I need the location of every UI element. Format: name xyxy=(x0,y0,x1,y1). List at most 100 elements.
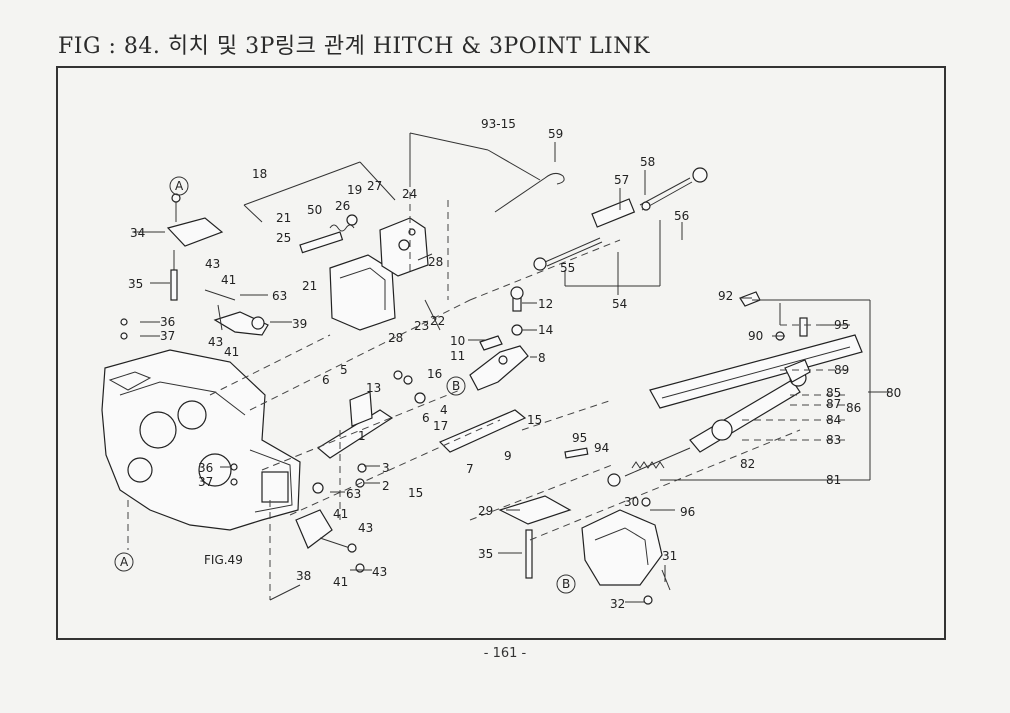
callout-22: 22 xyxy=(430,314,445,328)
callout-14: 14 xyxy=(538,323,553,337)
callout-23: 23 xyxy=(414,319,429,333)
callout-89: 89 xyxy=(834,363,849,377)
callout-54: 54 xyxy=(612,297,627,311)
callout-13: 13 xyxy=(366,381,381,395)
callout-57: 57 xyxy=(614,173,629,187)
lower-link-assembly xyxy=(607,291,863,487)
lower-hitch-plates xyxy=(316,335,529,459)
callout-19: 19 xyxy=(347,183,362,197)
callout-10: 10 xyxy=(450,334,465,348)
callout-16: 16 xyxy=(427,367,442,381)
callout-63-upper: 63 xyxy=(272,289,287,303)
upper-link-rod xyxy=(533,167,708,271)
marker-label-a1: A xyxy=(175,179,184,193)
callout-27: 27 xyxy=(367,179,382,193)
callout-35-lower: 35 xyxy=(478,547,493,561)
callout-43-bottom: 43 xyxy=(372,565,387,579)
callout-18: 18 xyxy=(252,167,267,181)
callout-32: 32 xyxy=(610,597,625,611)
leader-lines xyxy=(127,132,890,603)
callout-59: 59 xyxy=(548,127,563,141)
callout-29: 29 xyxy=(478,504,493,518)
callout-39: 39 xyxy=(292,317,307,331)
upper-bracket-assembly xyxy=(299,214,433,331)
callout-1: 1 xyxy=(358,429,366,443)
callout-86: 86 xyxy=(846,401,861,415)
callout-28-upper: 28 xyxy=(428,255,443,269)
callout-50: 50 xyxy=(307,203,322,217)
callout-95-lower: 95 xyxy=(572,431,587,445)
callout-2: 2 xyxy=(382,479,390,493)
marker-circle-a1 xyxy=(169,176,189,196)
callout-82: 82 xyxy=(740,457,755,471)
callout-4: 4 xyxy=(440,403,448,417)
page-number: - 161 - xyxy=(483,646,527,661)
link-arm-39 xyxy=(204,289,269,336)
callout-6-lower: 6 xyxy=(422,411,430,425)
callout-93-15: 93-15 xyxy=(481,117,516,131)
callout-25: 25 xyxy=(276,231,291,245)
callout-41-upper: 41 xyxy=(221,273,236,287)
callout-95-upper: 95 xyxy=(834,318,849,332)
callout-15-lower: 15 xyxy=(408,486,423,500)
callout-24: 24 xyxy=(402,187,417,201)
callout-94: 94 xyxy=(594,441,609,455)
callout-31: 31 xyxy=(662,549,677,563)
callout-83: 83 xyxy=(826,433,841,447)
callout-63-lower: 63 xyxy=(346,487,361,501)
callout-41-bottom: 41 xyxy=(333,575,348,589)
callout-96: 96 xyxy=(680,505,695,519)
callout-36-lower: 36 xyxy=(198,461,213,475)
callout-26: 26 xyxy=(335,199,350,213)
pin-14 xyxy=(511,324,523,336)
callout-34: 34 xyxy=(130,226,145,240)
spring-clip-59 xyxy=(494,172,565,213)
callout-37-upper: 37 xyxy=(160,329,175,343)
marker-circle-a2 xyxy=(114,552,134,572)
callout-43-upper: 43 xyxy=(205,257,220,271)
transmission-housing xyxy=(101,349,301,531)
marker-label-b2: B xyxy=(562,577,570,591)
callout-58: 58 xyxy=(640,155,655,169)
bracket-38 xyxy=(295,509,365,573)
callout-81: 81 xyxy=(826,473,841,487)
callout-36-upper: 36 xyxy=(160,315,175,329)
callout-84: 84 xyxy=(826,413,841,427)
callout-43-mid: 43 xyxy=(208,335,223,349)
callout-11: 11 xyxy=(450,349,465,363)
callout-43-lower: 43 xyxy=(358,521,373,535)
callout-17: 17 xyxy=(433,419,448,433)
callout-85: 85 xyxy=(826,386,841,400)
bolt-35 xyxy=(525,529,533,579)
marker-circle-b1 xyxy=(446,376,466,396)
callout-12: 12 xyxy=(538,297,553,311)
marker-label-b1: B xyxy=(452,379,460,393)
diagram-frame xyxy=(56,66,946,640)
callout-37-lower: 37 xyxy=(198,475,213,489)
cover-guard xyxy=(498,495,671,605)
callout-55: 55 xyxy=(560,261,575,275)
callout-30: 30 xyxy=(624,495,639,509)
callout-80: 80 xyxy=(886,386,901,400)
callout-28-lower: 28 xyxy=(388,331,403,345)
callout-labels: 93-15 59 58 57 56 55 54 18 19 27 24 50 2… xyxy=(120,117,901,611)
marker-label-a2: A xyxy=(120,555,129,569)
page-title: FIG : 84. 히치 및 3P링크 관계 HITCH & 3POINT LI… xyxy=(58,34,650,59)
callout-90: 90 xyxy=(748,329,763,343)
callout-41-mid: 41 xyxy=(224,345,239,359)
callout-92: 92 xyxy=(718,289,733,303)
callout-35-left: 35 xyxy=(128,277,143,291)
figure-reference-label: FIG.49 xyxy=(204,553,243,567)
callout-38: 38 xyxy=(296,569,311,583)
callout-9: 9 xyxy=(504,449,512,463)
callout-87: 87 xyxy=(826,397,841,411)
callout-6-upper: 6 xyxy=(322,373,330,387)
callout-21-lower: 21 xyxy=(302,279,317,293)
callout-21-upper: 21 xyxy=(276,211,291,225)
callout-15-right: 15 xyxy=(527,413,542,427)
marker-circle-b2 xyxy=(556,574,576,594)
callout-8: 8 xyxy=(538,351,546,365)
callout-7: 7 xyxy=(466,462,474,476)
callout-5: 5 xyxy=(340,363,348,377)
